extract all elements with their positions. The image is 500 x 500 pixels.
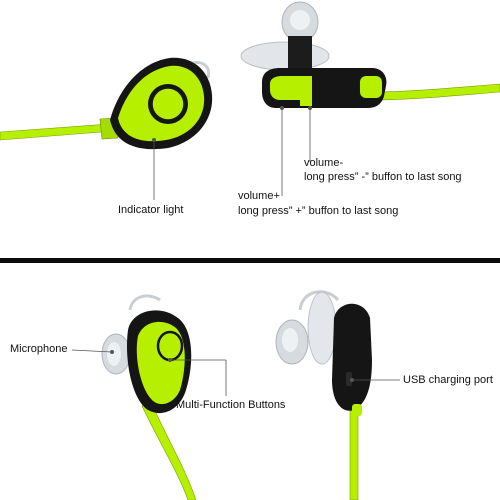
bottom-right-earbud <box>275 290 400 500</box>
volume-plus-label: volume+ <box>238 190 280 202</box>
usb-charging-port-label: USB charging port <box>403 374 493 386</box>
top-left-earbud <box>0 57 213 200</box>
bottom-left-earbud <box>71 294 227 500</box>
volume-minus-description: long press” -” buffon to last song <box>304 171 462 183</box>
volume-plus-description: long press” +” buffon to last song <box>238 205 399 217</box>
usb-port <box>346 372 352 386</box>
top-right-earbud <box>240 1 500 196</box>
microphone-label: Microphone <box>10 343 68 355</box>
volume-minus-label: volume- <box>304 157 344 169</box>
indicator-light-label: Indicator light <box>118 204 184 216</box>
multi-function-buttons-label: Multi-Function Buttons <box>176 399 286 411</box>
cable <box>0 123 115 141</box>
section-divider <box>0 258 500 263</box>
